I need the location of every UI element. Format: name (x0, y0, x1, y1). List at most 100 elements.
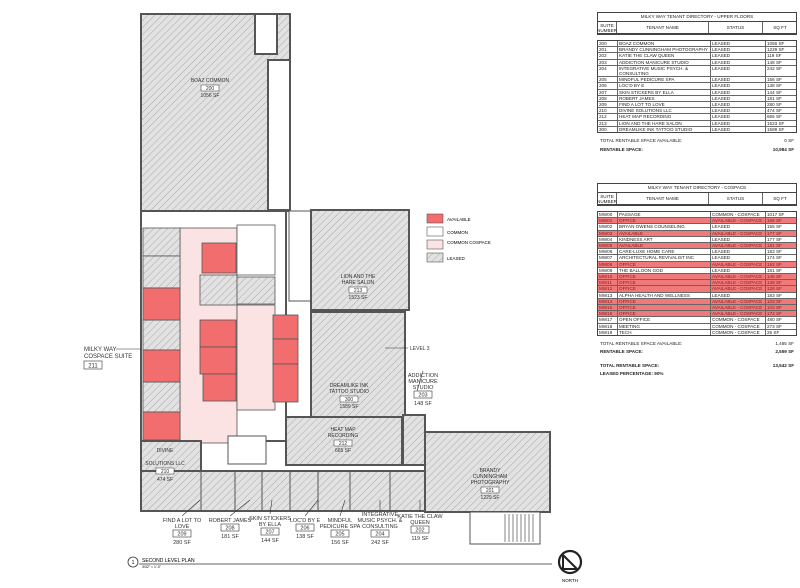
sq-ft: 480 SF (767, 317, 782, 323)
suite-number: MW15 (598, 305, 618, 311)
cospace-leased-room (236, 276, 276, 305)
legend-label: COMMON COSPACE (447, 240, 491, 245)
status: COMMON - COSPACE (711, 317, 766, 323)
suite-number: MW10 (598, 274, 618, 280)
callout-text: ROBERT JAMES (209, 518, 252, 524)
table-header: SUITE NUMBER TENANT NAME STATUS SQ FT (597, 22, 796, 34)
callout-text: LOC'D BY E (290, 518, 321, 524)
room-number: 200 (206, 86, 215, 92)
status: AVAILABLE - COSPACE (711, 218, 766, 224)
room-area: 1229 SF (481, 495, 500, 501)
status: AVAILABLE - COSPACE (711, 261, 766, 267)
status: COMMON - COSPACE (711, 329, 766, 336)
status: LEASED (711, 236, 766, 243)
tenant-name: OFFICE (618, 218, 711, 224)
room-area: 1589 SF (340, 404, 359, 410)
sq-ft: 1017 SF (767, 212, 785, 217)
cospace-leased-room (142, 381, 181, 413)
suite-number: MW13 (598, 292, 618, 298)
status: AVAILABLE - COSPACE (711, 243, 766, 249)
status: LEASED (711, 47, 766, 53)
callout-area: 119 SF (411, 536, 429, 542)
status: LEASED (711, 41, 766, 47)
room-addiction-manicure (402, 414, 426, 466)
available-room[interactable] (201, 242, 237, 274)
tenant-name: INTEGRATIVE MUSIC PSYCH. & CONSULTING (618, 65, 711, 77)
room-divine-solutions (140, 440, 202, 472)
available-room[interactable] (199, 319, 237, 348)
plan-title-block: 1 SECOND LEVEL PLAN 3/32" = 1'-0" NORTH (127, 549, 583, 583)
suite-number: MW06 (598, 249, 618, 255)
tenant-name: HEAT MAP RECORDING (618, 114, 711, 120)
callout-text: SKIN STICKERS (249, 516, 291, 522)
callout-text: PEDICURE SPA (320, 524, 361, 530)
available-room[interactable] (199, 346, 237, 375)
table-header: SUITE NUMBER TENANT NAME STATUS SQ FT (597, 193, 796, 205)
callout-text: QUEEN (410, 520, 430, 526)
tenant-name: OPEN OFFICE (618, 317, 711, 323)
room-area: 474 SF (157, 477, 173, 483)
status: LEASED (711, 65, 766, 77)
grand-total: TOTAL RENTABLE SPACE:13,542 SF (597, 363, 797, 368)
available-room[interactable] (272, 314, 299, 340)
room-name: HEAT MAP (330, 427, 356, 433)
sq-ft: 280 SF (767, 102, 782, 108)
rentable-space: RENTABLE SPACE:2,559 SF (597, 349, 797, 354)
building-walls (140, 13, 551, 545)
sq-ft: 181 SF (767, 243, 782, 249)
tenant-name: SKIN STICKERS BY ELLA (618, 89, 711, 95)
suite-number: 300 (598, 126, 618, 133)
room-area: 665 SF (335, 448, 351, 454)
room-number: 213 (354, 288, 363, 294)
tenant-name: LION AND THE HARE SALON (618, 120, 711, 126)
tenant-name: ROBERT JAMES (618, 95, 711, 102)
column-header: SUITE NUMBER (597, 22, 617, 33)
plan-scale: 3/32" = 1'-0" (142, 565, 162, 569)
sq-ft: 156 SF (767, 77, 782, 83)
suite-number: MW00 (598, 212, 618, 218)
tenant-name: CARE-LUXE HOME CARE (618, 249, 711, 255)
available-room[interactable] (202, 373, 237, 402)
tenant-name: ADDICTION MANICURE STUDIO (618, 59, 711, 65)
available-rooms (142, 242, 299, 441)
level-note: LEVEL 3 (385, 346, 430, 352)
label: RENTABLE SPACE: (600, 349, 643, 355)
callout-area: 144 SF (261, 538, 279, 544)
total-available: TOTAL RENTABLE SPACE AVAILABLE:0 SF (597, 138, 797, 143)
available-room[interactable] (142, 411, 181, 441)
callout-text: COSPACE SUITE (84, 354, 132, 360)
suite-number: MW16 (598, 311, 618, 317)
available-room[interactable] (272, 338, 299, 365)
available-room[interactable] (272, 363, 299, 403)
sq-ft: 174 SF (767, 255, 782, 261)
level-3-note: LEVEL 3 (410, 346, 430, 352)
callout-text: MINDFUL (328, 518, 352, 524)
stair (254, 13, 278, 55)
status: AVAILABLE - COSPACE (711, 298, 766, 305)
tenant-name: OFFICE (618, 280, 711, 286)
status: LEASED (711, 120, 766, 126)
total-available: TOTAL RENTABLE SPACE AVAILABLE:1,465 SF (597, 341, 797, 346)
suite-number: 213 (598, 120, 618, 126)
column-header: STATUS (709, 193, 763, 204)
callout-number: 208 (225, 526, 234, 532)
available-room[interactable] (142, 349, 181, 383)
callout-number: 204 (375, 532, 384, 538)
available-room[interactable] (142, 287, 181, 321)
sq-ft: 181 SF (767, 95, 782, 101)
